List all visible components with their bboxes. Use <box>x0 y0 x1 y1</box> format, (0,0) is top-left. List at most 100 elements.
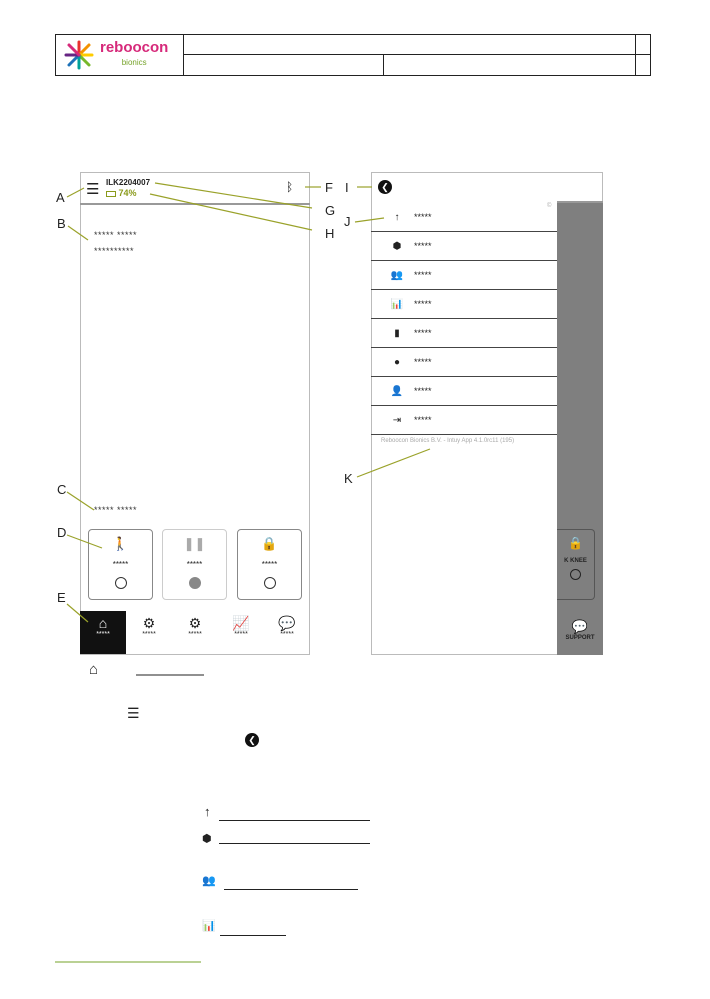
menu-item-products[interactable]: ⬢ ***** <box>371 232 557 261</box>
menu-item-label: ***** <box>414 212 432 222</box>
circle-icon: ● <box>393 356 401 368</box>
callout-line-j <box>354 217 385 223</box>
menu-item-account[interactable]: 👤***** <box>371 377 557 406</box>
mode-card-pause[interactable]: ❚❚ ***** <box>162 529 227 600</box>
bar-chart-icon: 📊 <box>390 298 404 310</box>
document-header-table: reboocon bionics <box>55 34 651 76</box>
app-version: Reboocon Bionics B.V. - Intuy App 4.1.0r… <box>381 438 515 444</box>
tab-label: ***** <box>188 631 202 638</box>
lock-icon: 🔒 <box>261 536 278 551</box>
menu-item-update[interactable]: ↑ ***** <box>371 203 557 232</box>
callout-line-b <box>67 225 89 241</box>
mode-label: ***** <box>112 560 129 569</box>
callout-line-c <box>66 491 95 511</box>
behind-card: 🔒 K KNEE <box>557 529 595 600</box>
behind-card-label: K KNEE <box>564 558 587 564</box>
callout-i: I <box>345 180 349 195</box>
behind-tab-support: 💬 SUPPORT <box>557 611 603 655</box>
legend-underline <box>220 935 286 936</box>
tab-stats[interactable]: 📈 ***** <box>218 611 264 654</box>
menu-item-device[interactable]: ▮ ***** <box>371 319 557 348</box>
bluetooth-icon[interactable]: ᛒ <box>286 180 294 194</box>
copyright-mark: © <box>547 203 552 209</box>
menu-item-label: ***** <box>414 299 432 309</box>
menu-top-right <box>557 172 603 203</box>
behind-tab-label: SUPPORT <box>565 635 595 641</box>
arrow-up-icon: ↑ <box>204 804 211 819</box>
menu-item-label: ***** <box>414 415 432 425</box>
logo-flower-icon <box>64 40 94 70</box>
battery-percent: 74% <box>118 188 137 198</box>
home-icon: ⌂ <box>89 661 99 678</box>
phone-icon: ▮ <box>394 327 400 339</box>
gears-icon: ⚙ <box>188 615 202 631</box>
boxes-icon: ⬢ <box>202 833 212 845</box>
status-text: ***** ***** <box>94 505 138 515</box>
header-cell-b <box>384 55 636 75</box>
chat-icon: 💬 <box>571 619 589 634</box>
menu-item-label: ***** <box>414 270 432 280</box>
menu-item-label: ***** <box>414 357 432 367</box>
menu-item-label: ***** <box>414 386 432 396</box>
company-logo: reboocon bionics <box>56 35 184 75</box>
users-icon: 👥 <box>390 269 404 281</box>
header-cell-title <box>184 35 636 55</box>
pause-icon: ❚❚ <box>183 536 206 551</box>
menu-item-label: ***** <box>414 328 432 338</box>
tab-support[interactable]: 💬 ***** <box>264 611 310 654</box>
menu-item-logout[interactable]: ⇥ ***** <box>371 406 557 435</box>
hamburger-icon[interactable]: ☰ <box>86 181 100 198</box>
mode-radio <box>114 577 127 589</box>
callout-a: A <box>56 190 65 205</box>
mode-radio <box>263 577 276 589</box>
callout-k: K <box>344 471 353 486</box>
back-icon[interactable]: ❮ <box>378 180 392 194</box>
battery-status: 74% <box>106 188 137 198</box>
callout-line-e <box>66 603 89 623</box>
tab-settings[interactable]: ⚙ ***** <box>126 611 172 654</box>
menu-item-label: ***** <box>414 241 432 251</box>
tab-advanced[interactable]: ⚙ ***** <box>172 611 218 654</box>
callout-line-d <box>66 534 103 549</box>
callout-f: F <box>325 180 333 195</box>
callout-line-g <box>154 182 313 209</box>
tab-label: ***** <box>96 631 110 638</box>
device-id: ILK2204007 <box>106 178 151 187</box>
chat-icon: 💬 <box>278 615 296 631</box>
tab-label: ***** <box>142 631 156 638</box>
logo-sub: bionics <box>121 58 147 67</box>
callout-d: D <box>57 525 67 540</box>
mode-card-walk[interactable]: 🚶 ***** <box>88 529 153 600</box>
callout-h: H <box>325 226 335 241</box>
battery-icon <box>106 190 116 197</box>
users-icon: 👥 <box>202 875 216 887</box>
menu-item-users[interactable]: 👥 ***** <box>371 261 557 290</box>
arrow-up-icon: ↑ <box>394 211 400 223</box>
callout-line-h <box>149 193 313 231</box>
callout-line-k <box>356 448 431 478</box>
logout-icon: ⇥ <box>392 414 402 426</box>
callout-line-a <box>66 187 85 198</box>
lock-icon: 🔒 <box>568 536 583 550</box>
greeting-line-2: ********** <box>94 246 135 256</box>
bar-chart-icon: 📊 <box>202 920 216 932</box>
menu-list: ↑ ***** ⬢ ***** 👥 ***** 📊 ***** ▮ ***** ● ****… <box>371 203 557 455</box>
mode-radio <box>188 577 201 589</box>
boxes-icon: ⬢ <box>392 240 402 252</box>
callout-b: B <box>57 216 66 231</box>
tab-label: ***** <box>280 631 294 638</box>
callout-c: C <box>57 482 67 497</box>
callout-g: G <box>325 203 336 218</box>
logo-wordmark: reboocon bionics <box>100 40 168 70</box>
mode-card-lock[interactable]: 🔒 ***** <box>237 529 302 600</box>
menu-item-stats[interactable]: 📊 ***** <box>371 290 557 319</box>
greeting-line-1: ***** ***** <box>94 230 138 240</box>
mode-label: ***** <box>186 560 203 569</box>
home-screen <box>80 172 310 655</box>
mode-label: ***** <box>261 560 278 569</box>
callout-j: J <box>344 214 351 229</box>
mode-radio <box>570 569 581 580</box>
menu-item-status[interactable]: ● ***** <box>371 348 557 377</box>
header-cell-a <box>184 55 384 75</box>
tab-home[interactable]: ⌂ ***** <box>80 611 126 654</box>
